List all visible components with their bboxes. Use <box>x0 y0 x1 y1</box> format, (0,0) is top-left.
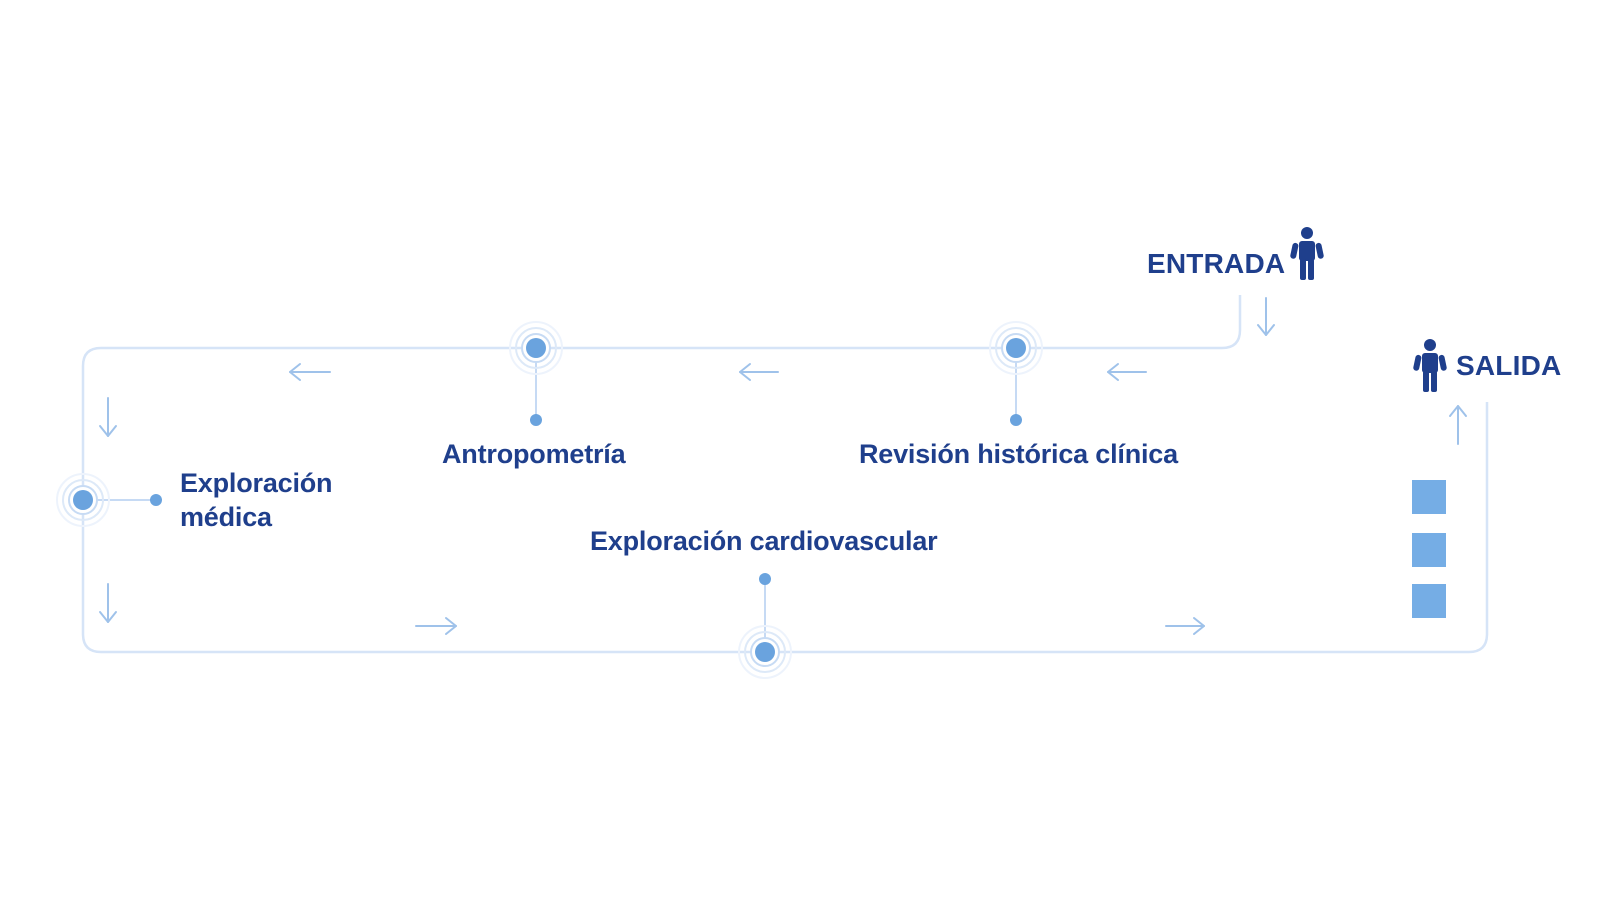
exit-label: SALIDA <box>1456 350 1562 381</box>
station-label-medical-exam-line1: Exploración <box>180 468 333 498</box>
arrow-right-icon <box>415 617 457 635</box>
station-label-clinical-history: Revisión histórica clínica <box>859 439 1178 469</box>
dot-clinical-history <box>1010 414 1022 426</box>
station-label-anthropometry: Antropometría <box>442 439 626 469</box>
dot-cardiovascular <box>759 573 771 585</box>
queue-square-icon <box>1412 480 1446 514</box>
arrow-left-icon <box>289 363 331 381</box>
station-label-medical-exam-line2: médica <box>180 502 272 532</box>
dot-anthropometry <box>530 414 542 426</box>
dot-medical-exam <box>150 494 162 506</box>
arrow-left-icon <box>1107 363 1147 381</box>
queue-square-icon <box>1412 584 1446 618</box>
arrow-down-icon <box>99 397 117 437</box>
entry-label: ENTRADA <box>1147 248 1286 279</box>
arrow-down-icon <box>1257 297 1275 336</box>
station-label-cardiovascular: Exploración cardiovascular <box>590 526 938 556</box>
arrow-right-icon <box>1165 617 1205 635</box>
person-icon <box>1290 227 1324 280</box>
queue-square-icon <box>1412 533 1446 567</box>
arrow-up-icon <box>1449 405 1467 445</box>
person-icon <box>1413 339 1447 392</box>
arrow-left-icon <box>739 363 779 381</box>
arrow-down-icon <box>99 583 117 623</box>
